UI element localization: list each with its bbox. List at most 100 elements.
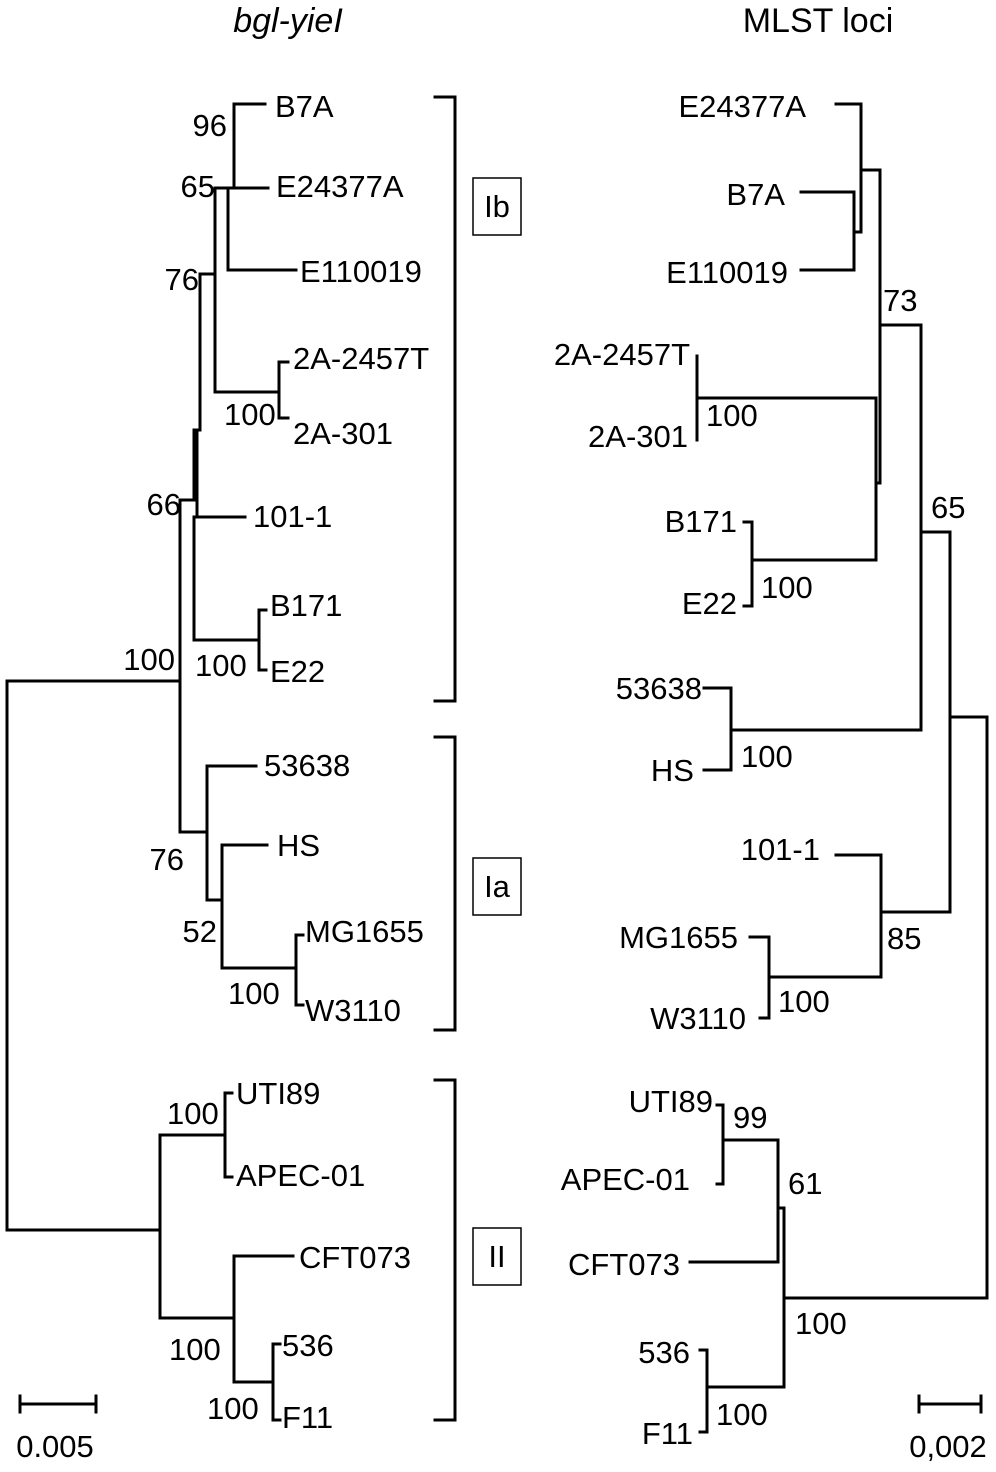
right-branch-53638-hs [702, 686, 733, 772]
right-taxon-labels: E24377A B7A E110019 2A-2457T 2A-301 B171… [554, 89, 820, 1451]
right-branch-53638-hs-link [729, 530, 923, 732]
clade-label-ii: II [488, 1239, 505, 1274]
left-branch-cft-536-f11 [158, 1254, 295, 1422]
right-bootstrap-label: 99 [733, 1100, 767, 1135]
right-taxon-hs: HS [651, 753, 694, 788]
left-branch-b7a-e24377a [226, 102, 270, 190]
left-branch-hs-k12 [220, 843, 305, 1007]
right-branch-uti89-apec [715, 1103, 725, 1186]
right-taxon-e24377a: E24377A [678, 89, 806, 124]
right-branch-e-group [799, 102, 863, 272]
clade-label-ia: Ia [484, 869, 511, 904]
right-taxon-f11: F11 [642, 1416, 693, 1451]
right-branch-n85 [767, 853, 883, 979]
right-taxon-w3110: W3110 [650, 1001, 746, 1036]
left-bootstrap-values: 96 65 76 100 66 100 100 76 52 100 100 10… [123, 108, 279, 1426]
right-taxon-mg1655: MG1655 [619, 920, 738, 955]
right-branch-n73 [878, 323, 923, 534]
clade-label-box-ib [472, 177, 522, 236]
left-tree-branches [5, 102, 305, 1422]
right-scale-bar-line [917, 1394, 983, 1414]
right-branch-536-f11 [698, 1348, 709, 1434]
right-bootstrap-label: 100 [716, 1397, 768, 1432]
left-taxon-2a-301: 2A-301 [293, 416, 393, 451]
right-tree-branches [688, 102, 989, 1434]
right-taxon-101-1: 101-1 [741, 832, 820, 867]
left-taxon-w3110: W3110 [305, 993, 401, 1028]
left-taxon-f11: F11 [282, 1400, 333, 1435]
left-branch-root [5, 679, 182, 1232]
right-branch-n61 [688, 1138, 780, 1264]
left-tree: bgl-yieI B7A E24377A E110019 2 [5, 2, 522, 1464]
left-tree-title: bgl-yieI [233, 2, 343, 40]
right-taxon-2a-301: 2A-301 [588, 419, 688, 454]
right-bootstrap-label: 61 [788, 1166, 822, 1201]
right-taxon-e110019: E110019 [666, 255, 788, 290]
left-taxon-cft073: CFT073 [299, 1240, 411, 1275]
right-taxon-cft073: CFT073 [568, 1247, 680, 1282]
right-scale-bar: 0,002 [909, 1394, 987, 1464]
right-bootstrap-label: 100 [761, 570, 813, 605]
right-bootstrap-values: 73 100 100 65 100 85 100 99 61 100 100 [706, 283, 965, 1432]
right-bootstrap-label: 85 [887, 921, 921, 956]
right-tree-title: MLST loci [743, 2, 894, 40]
left-bootstrap-label: 100 [123, 642, 175, 677]
left-bootstrap-label: 100 [167, 1096, 219, 1131]
left-bootstrap-label: 100 [228, 976, 280, 1011]
right-bootstrap-label: 100 [795, 1306, 847, 1341]
left-taxon-2a-2457t: 2A-2457T [293, 341, 429, 376]
right-taxon-b7a: B7A [726, 177, 785, 212]
right-scale-bar-label: 0,002 [909, 1429, 987, 1464]
left-taxon-536: 536 [282, 1328, 334, 1363]
left-scale-bar-label: 0.005 [16, 1429, 94, 1464]
left-taxon-b171: B171 [270, 588, 342, 623]
left-taxon-e24377a: E24377A [276, 169, 404, 204]
right-tree: MLST loci [554, 2, 989, 1464]
right-bootstrap-label: 100 [778, 984, 830, 1019]
left-branch-ia-clade [178, 764, 258, 902]
left-taxon-uti89: UTI89 [236, 1076, 320, 1111]
right-branch-k12-pair [748, 935, 771, 1020]
right-bootstrap-label: 100 [706, 398, 758, 433]
left-bootstrap-label: 96 [193, 108, 227, 143]
left-taxon-101-1: 101-1 [253, 499, 332, 534]
right-branch-b171-e22 [742, 520, 754, 608]
clade-bracket-ib [433, 95, 457, 703]
right-bootstrap-label: 100 [741, 739, 793, 774]
clade-bracket-ii [433, 1078, 457, 1422]
left-taxon-hs: HS [277, 828, 320, 863]
left-branch-ii-clade [158, 1091, 234, 1320]
left-scale-bar: 0.005 [16, 1394, 98, 1464]
left-branch-shigella-pair [277, 360, 290, 420]
right-branch-n65 [879, 530, 952, 914]
left-bootstrap-label: 100 [169, 1332, 221, 1367]
left-taxon-mg1655: MG1655 [305, 914, 424, 949]
left-taxon-e22: E22 [270, 654, 325, 689]
right-taxon-e22: E22 [682, 586, 737, 621]
left-bootstrap-label: 100 [224, 397, 276, 432]
left-taxon-e110019: E110019 [300, 254, 422, 289]
left-taxon-labels: B7A E24377A E110019 2A-2457T 2A-301 101-… [236, 89, 429, 1435]
right-taxon-53638: 53638 [616, 671, 702, 706]
left-taxon-apec-01: APEC-01 [236, 1158, 365, 1193]
left-bootstrap-label: 76 [150, 842, 184, 877]
right-branch-n100-b2 [705, 1206, 786, 1389]
right-branch-shigella-link [695, 396, 878, 562]
right-bootstrap-label: 65 [931, 490, 965, 525]
right-taxon-536: 536 [638, 1335, 690, 1370]
left-taxon-b7a: B7A [275, 89, 334, 124]
clade-label-box-ia [472, 857, 522, 916]
left-taxon-53638: 53638 [264, 748, 350, 783]
left-branch-plus-shigella [195, 272, 281, 432]
left-bootstrap-label: 100 [207, 1391, 259, 1426]
left-bootstrap-label: 52 [183, 914, 217, 949]
right-taxon-b171: B171 [665, 504, 737, 539]
right-bootstrap-label: 73 [883, 283, 917, 318]
left-branch-ib-clade [178, 428, 247, 519]
right-branch-root [948, 715, 989, 1300]
right-taxon-2a-2457t: 2A-2457T [554, 337, 690, 372]
clade-label-box-ii [472, 1227, 522, 1286]
left-branch-b171-e22 [192, 515, 268, 672]
left-bootstrap-label: 65 [181, 169, 215, 204]
